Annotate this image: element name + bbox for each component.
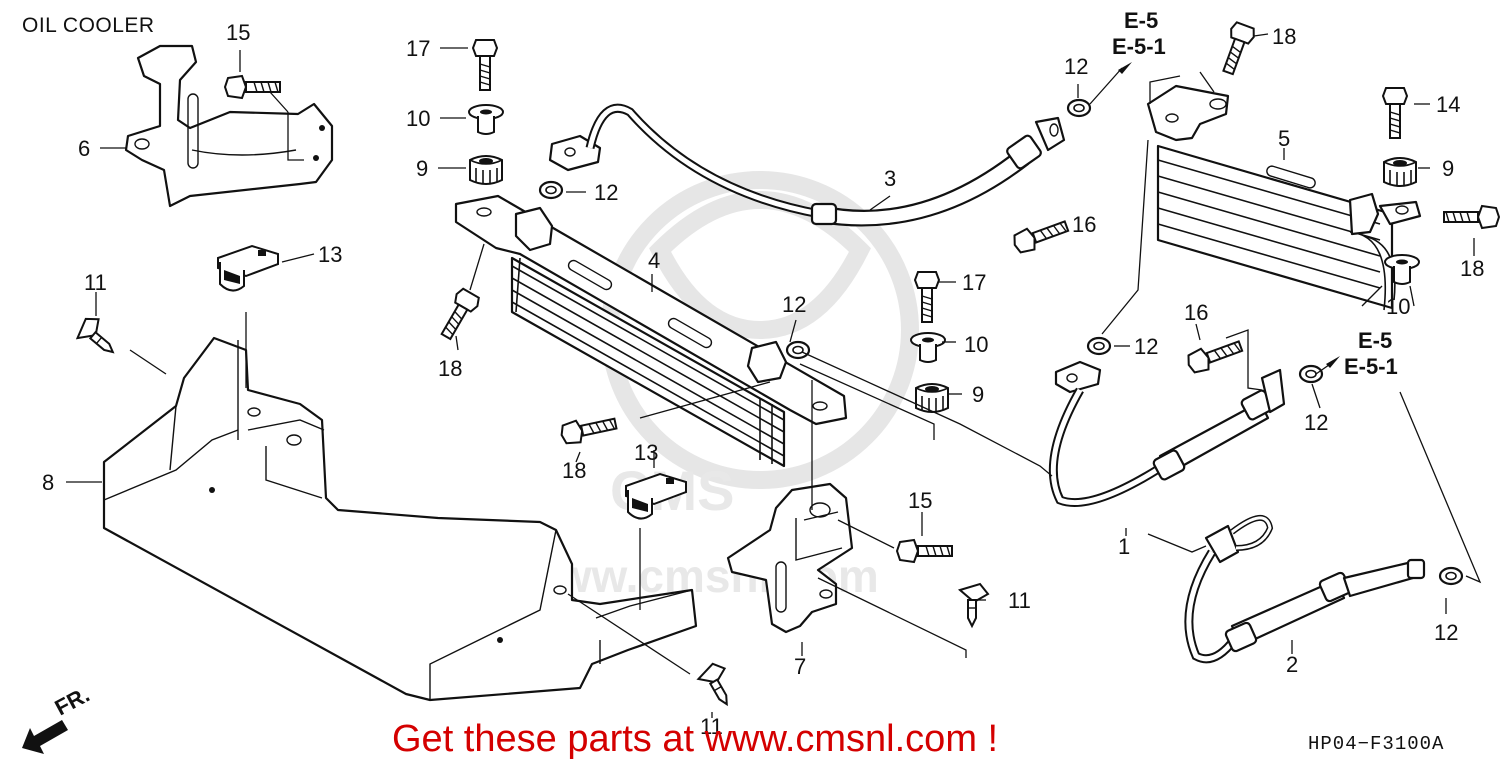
bolt-15-lower: [896, 539, 953, 563]
callout-13-lower: 13: [634, 440, 658, 465]
callout-12-d: 12: [782, 292, 806, 317]
callout-13-upper: 13: [318, 242, 342, 267]
callout-3: 3: [884, 166, 896, 191]
callout-14: 14: [1436, 92, 1460, 117]
washer-12-b: [1066, 98, 1092, 118]
callout-9-lower: 9: [972, 382, 984, 407]
ref-right-line2: E-5-1: [1344, 354, 1398, 379]
callout-numbers: 1 2 3 4 5 6 7 8 9 9 9 10 10 10 11 11 11 …: [42, 20, 1484, 739]
reference-labels: E-5 E-5-1 E-5 E-5-1: [1112, 8, 1398, 379]
bolt-18-right: [1443, 205, 1500, 229]
callout-11-mid: 11: [1008, 588, 1031, 613]
front-direction-label: FR.: [51, 682, 94, 721]
rubber-mount-9-upper: [469, 155, 503, 185]
rubber-mount-9-right: [1383, 157, 1417, 187]
callout-9-right: 9: [1442, 156, 1454, 181]
callout-18-left: 18: [438, 356, 462, 381]
callout-12-a: 12: [594, 180, 618, 205]
callout-18-top: 18: [1272, 24, 1296, 49]
parts-website-link[interactable]: Get these parts at www.cmsnl.com !: [392, 718, 999, 760]
callout-8: 8: [42, 470, 54, 495]
bolt-18-mid: [558, 411, 619, 447]
callout-12-c: 12: [1134, 334, 1158, 359]
left-oil-cooler: [454, 194, 848, 468]
leader-lines: [66, 33, 1482, 718]
callout-17-lower: 17: [962, 270, 986, 295]
callout-17-upper: 17: [406, 36, 430, 61]
upper-bracket: [124, 44, 334, 208]
right-oil-cooler: [1146, 84, 1422, 311]
clip-11-mid: [959, 583, 989, 627]
lower-bracket: [726, 482, 854, 634]
bolt-16-lower: [1183, 334, 1246, 377]
grommet-13-upper: [217, 245, 279, 292]
callout-5: 5: [1278, 126, 1290, 151]
callout-7: 7: [794, 654, 806, 679]
callout-15-upper: 15: [226, 20, 250, 45]
ref-right-line1: E-5: [1358, 328, 1392, 353]
bolt-17-upper: [472, 39, 498, 91]
callout-16-lower: 16: [1184, 300, 1208, 325]
ref-top-line1: E-5: [1124, 8, 1158, 33]
washer-12-a: [538, 180, 564, 200]
bolt-18-top: [1215, 20, 1258, 78]
callout-18-right: 18: [1460, 256, 1484, 281]
ref-top-line2: E-5-1: [1112, 34, 1166, 59]
callout-9-upper: 9: [416, 156, 428, 181]
callout-12-f: 12: [1434, 620, 1458, 645]
callout-18-mid: 18: [562, 458, 586, 483]
callout-6: 6: [78, 136, 90, 161]
collar-10-upper: [468, 104, 504, 135]
lower-right-hose: [1048, 360, 1286, 508]
callout-10-right: 10: [1386, 294, 1410, 319]
callout-10-upper: 10: [406, 106, 430, 131]
rubber-mount-9-lower: [915, 383, 949, 413]
diagram-code: HP04−F3100A: [1308, 733, 1445, 755]
clip-11-bottom: [694, 658, 742, 712]
callout-2: 2: [1286, 652, 1298, 677]
callout-15-lower: 15: [908, 488, 932, 513]
lower-guard: [102, 336, 698, 702]
reference-arrows: [1118, 62, 1340, 368]
bolt-17-lower: [914, 271, 940, 323]
washer-12-c: [1086, 336, 1112, 356]
upper-hose: [548, 103, 1066, 227]
watermark: CMS www.cmsnl.com: [519, 171, 919, 602]
washer-12-d: [785, 340, 811, 360]
callout-4: 4: [648, 248, 660, 273]
callout-12-e: 12: [1304, 410, 1328, 435]
callout-10-lower: 10: [964, 332, 988, 357]
callout-16-upper: 16: [1072, 212, 1096, 237]
callout-11-left: 11: [84, 270, 107, 295]
bolt-16-upper: [1009, 214, 1072, 257]
callout-11-bottom: 11: [700, 714, 723, 739]
callout-12-b: 12: [1064, 54, 1088, 79]
callout-1: 1: [1118, 534, 1130, 559]
lower-hose: [1184, 515, 1426, 664]
bolt-18-left: [434, 286, 483, 344]
diagram-title: OIL COOLER: [22, 14, 155, 37]
washer-12-e: [1298, 364, 1324, 384]
washer-12-f: [1438, 566, 1464, 586]
clip-11-left: [71, 311, 125, 363]
bolt-14: [1382, 87, 1408, 139]
front-direction-arrow: FR.: [22, 682, 94, 754]
